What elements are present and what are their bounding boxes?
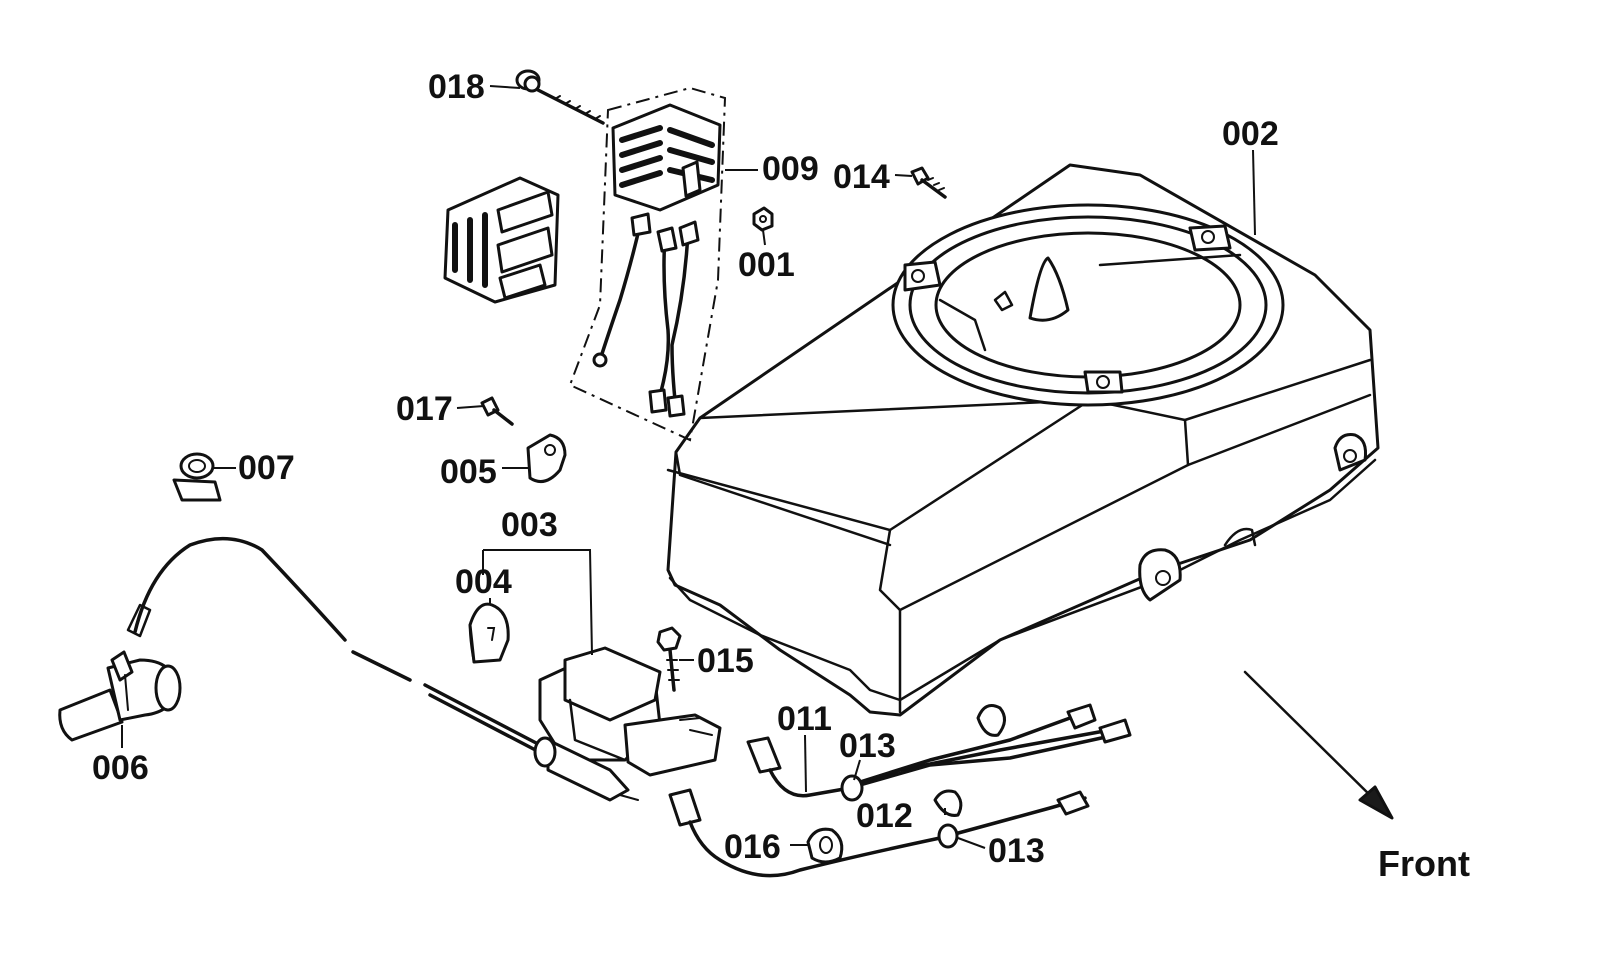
front-label: Front: [1378, 843, 1470, 884]
callout-009: 009: [762, 150, 819, 188]
callout-001: 001: [738, 246, 795, 284]
grommet-004-part: [468, 602, 510, 664]
callout-015: 015: [697, 642, 754, 680]
callout-018: 018: [428, 68, 485, 106]
regulator-009-part: [568, 86, 727, 442]
callout-007: 007: [238, 449, 295, 487]
front-direction-arrow: [1243, 670, 1394, 820]
bolt-015-part: [656, 626, 682, 692]
callout-012: 012: [856, 797, 913, 835]
ignition-coil-003-part: [126, 536, 722, 802]
screw-017-part: [480, 396, 514, 426]
screw-014-part: [910, 166, 947, 199]
callout-002: 002: [1222, 115, 1279, 153]
callout-004: 004: [455, 563, 512, 601]
regulator-alt-view-part: [443, 176, 560, 304]
callout-011: 011: [777, 700, 832, 738]
callout-leaders: [121, 85, 1256, 849]
callout-005: 005: [440, 453, 497, 491]
callout-016: 016: [724, 828, 781, 866]
wiring-harness-part: [668, 703, 1132, 878]
bolt-018-part: [515, 69, 605, 125]
callout-003: 003: [501, 506, 558, 544]
plug-cap-006-part: [58, 650, 182, 742]
callout-014: 014: [833, 158, 890, 196]
blower-housing-part: [666, 163, 1380, 717]
nut-001-part: [752, 206, 774, 232]
callout-013-lower: 013: [988, 832, 1045, 870]
bracket-005-part: [526, 433, 567, 484]
clip-007-part: [172, 452, 222, 502]
callout-006: 006: [92, 749, 149, 787]
callout-017: 017: [396, 390, 453, 428]
callout-013-upper: 013: [839, 727, 896, 765]
